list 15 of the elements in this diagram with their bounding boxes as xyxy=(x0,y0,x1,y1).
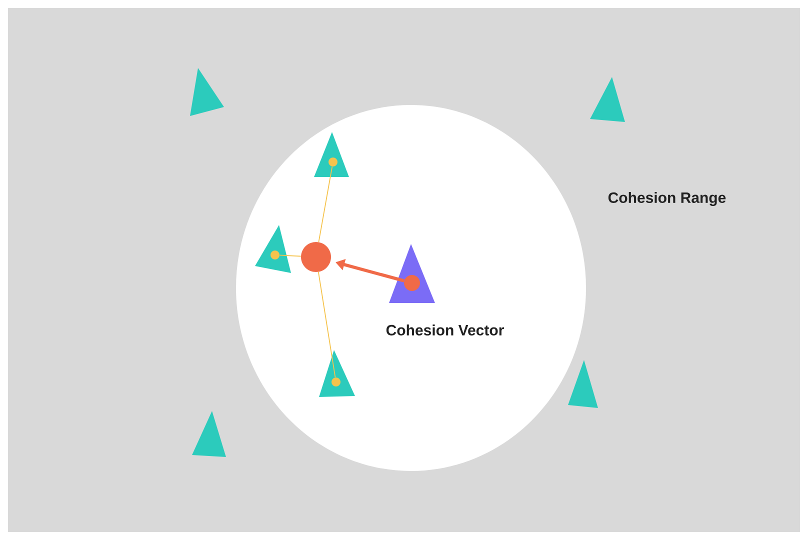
range-ellipse xyxy=(236,105,586,471)
boid-triangle xyxy=(389,244,435,303)
boid-triangle xyxy=(319,350,355,397)
connector-line xyxy=(279,254,302,257)
boid-triangle xyxy=(192,410,226,457)
label-text: Cohesion Vector xyxy=(386,324,504,336)
boid-triangle xyxy=(568,360,598,408)
boid-triangle xyxy=(190,68,224,116)
center-dot xyxy=(301,242,331,272)
label-text: Cohesion Range xyxy=(608,192,726,206)
connector-line xyxy=(318,166,333,242)
connector-line xyxy=(318,272,336,378)
boid-triangle xyxy=(590,77,625,122)
boid-triangle xyxy=(314,132,349,177)
boid-triangle xyxy=(255,224,291,273)
